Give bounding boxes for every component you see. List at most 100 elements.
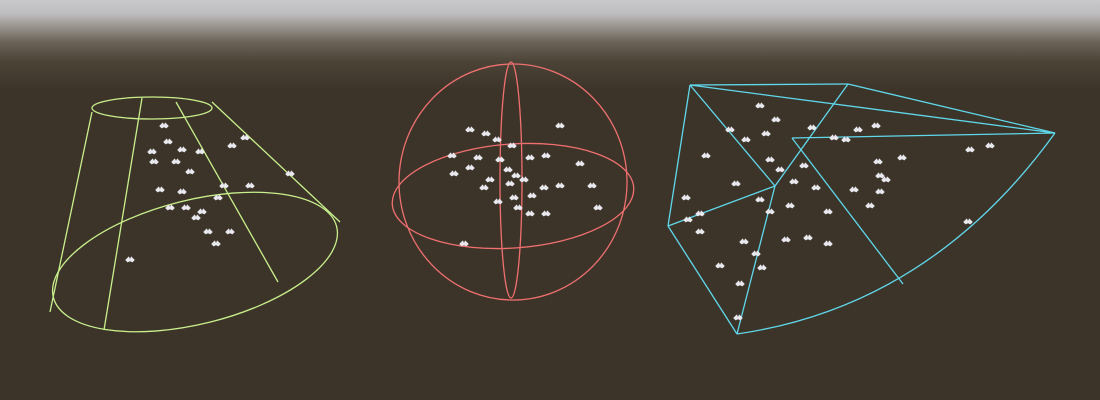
bird-particle-icon bbox=[965, 146, 975, 153]
cone-emitter-gizmo[interactable] bbox=[38, 96, 351, 357]
bird-particle-icon bbox=[695, 228, 705, 235]
wedge-edge bbox=[774, 83, 849, 187]
sphere-outline bbox=[398, 63, 628, 301]
bird-particle-icon bbox=[511, 172, 521, 179]
sphere-emitter-gizmo[interactable] bbox=[389, 61, 638, 301]
bird-particle-icon bbox=[465, 164, 475, 171]
bird-particle-icon bbox=[197, 208, 207, 215]
bird-particle-icon bbox=[227, 142, 237, 149]
bird-particle-icon bbox=[701, 152, 711, 159]
bird-particle-icon bbox=[785, 202, 795, 209]
bird-particle-icon bbox=[897, 154, 907, 161]
bird-particle-icon bbox=[829, 134, 839, 141]
bird-particle-icon bbox=[985, 142, 995, 149]
bird-particle-icon bbox=[541, 152, 551, 159]
bird-particle-icon bbox=[751, 250, 761, 257]
bird-particle-icon bbox=[525, 154, 535, 161]
wedge-edge bbox=[736, 185, 776, 335]
bird-particle-icon bbox=[519, 176, 529, 183]
bird-particle-icon bbox=[735, 280, 745, 287]
bird-particle-icon bbox=[755, 102, 765, 109]
bird-particle-icon bbox=[473, 154, 483, 161]
bird-particle-icon bbox=[875, 188, 885, 195]
bird-particle-icon bbox=[147, 148, 157, 155]
bird-particle-icon bbox=[587, 182, 597, 189]
particle-layer bbox=[125, 102, 995, 321]
bird-particle-icon bbox=[181, 204, 191, 211]
bird-particle-icon bbox=[871, 122, 881, 129]
bird-particle-icon bbox=[539, 184, 549, 191]
bird-particle-icon bbox=[799, 162, 809, 169]
bird-particle-icon bbox=[509, 194, 519, 201]
bird-particle-icon bbox=[155, 186, 165, 193]
bird-particle-icon bbox=[865, 202, 875, 209]
wedge-edge bbox=[847, 83, 1056, 134]
bird-particle-icon bbox=[789, 178, 799, 185]
wedge-edge bbox=[791, 137, 904, 285]
cone-edge-back-right bbox=[175, 101, 279, 283]
bird-particle-icon bbox=[191, 214, 201, 221]
bird-particle-icon bbox=[575, 160, 585, 167]
bird-particle-icon bbox=[159, 122, 169, 129]
cone-edge-back-left bbox=[103, 97, 143, 331]
bird-particle-icon bbox=[245, 182, 255, 189]
bird-particle-icon bbox=[449, 170, 459, 177]
bird-particle-icon bbox=[485, 176, 495, 183]
sphere-meridian-ring bbox=[499, 61, 523, 299]
wedge-edge bbox=[689, 84, 776, 187]
bird-particle-icon bbox=[185, 168, 195, 175]
bird-particle-icon bbox=[757, 264, 767, 271]
cone-wedge-emitter-gizmo[interactable] bbox=[667, 83, 1056, 335]
bird-particle-icon bbox=[149, 158, 159, 165]
bird-particle-icon bbox=[493, 198, 503, 205]
bird-particle-icon bbox=[823, 208, 833, 215]
wedge-arc bbox=[736, 132, 1056, 335]
bird-particle-icon bbox=[781, 236, 791, 243]
bird-particle-icon bbox=[765, 156, 775, 163]
bird-particle-icon bbox=[811, 184, 821, 191]
bird-particle-icon bbox=[177, 146, 187, 153]
bird-particle-icon bbox=[715, 262, 725, 269]
cone-edge-left bbox=[49, 111, 93, 313]
bird-particle-icon bbox=[761, 130, 771, 137]
bird-particle-icon bbox=[481, 130, 491, 137]
bird-particle-icon bbox=[681, 194, 691, 201]
bird-particle-icon bbox=[849, 186, 859, 193]
bird-particle-icon bbox=[755, 196, 765, 203]
bird-particle-icon bbox=[465, 126, 475, 133]
wedge-edge bbox=[667, 84, 691, 227]
bird-particle-icon bbox=[963, 218, 973, 225]
bird-particle-icon bbox=[225, 228, 235, 235]
bird-particle-icon bbox=[171, 158, 181, 165]
cone-base-ring bbox=[51, 191, 339, 333]
bird-particle-icon bbox=[803, 234, 813, 241]
bird-particle-icon bbox=[739, 238, 749, 245]
bird-particle-icon bbox=[823, 240, 833, 247]
bird-particle-icon bbox=[771, 116, 781, 123]
bird-particle-icon bbox=[731, 180, 741, 187]
bird-particle-icon bbox=[741, 136, 751, 143]
skybox-gradient bbox=[0, 0, 1100, 90]
bird-particle-icon bbox=[555, 122, 565, 129]
bird-particle-icon bbox=[527, 192, 537, 199]
bird-particle-icon bbox=[163, 138, 173, 145]
bird-particle-icon bbox=[177, 188, 187, 195]
bird-particle-icon bbox=[875, 172, 885, 179]
bird-particle-icon bbox=[593, 204, 603, 211]
bird-particle-icon bbox=[503, 166, 513, 173]
bird-particle-icon bbox=[203, 228, 213, 235]
bird-particle-icon bbox=[725, 126, 735, 133]
bird-particle-icon bbox=[541, 210, 551, 217]
wedge-edge bbox=[689, 84, 1056, 134]
bird-particle-icon bbox=[555, 182, 565, 189]
bird-particle-icon bbox=[873, 158, 883, 165]
bird-particle-icon bbox=[505, 180, 515, 187]
bird-particle-icon bbox=[853, 126, 863, 133]
cone-edge-right bbox=[211, 101, 341, 223]
wedge-edge bbox=[689, 83, 849, 86]
bird-particle-icon bbox=[125, 256, 135, 263]
bird-particle-icon bbox=[525, 210, 535, 217]
bird-particle-icon bbox=[765, 208, 775, 215]
